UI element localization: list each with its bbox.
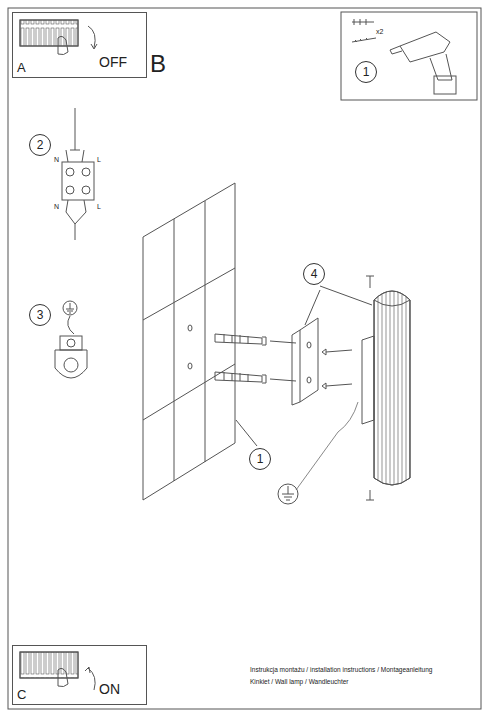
callout-number: 4 [303, 263, 325, 285]
page-frame [8, 8, 481, 709]
tools-panel [341, 12, 477, 100]
callout-number: 3 [29, 304, 51, 326]
wire-label: N [54, 203, 59, 210]
mounting-bracket [292, 318, 352, 405]
footer-note: Instrukcja montażu / installation instru… [250, 667, 432, 674]
leader-line [305, 286, 372, 325]
switch-state: ON [99, 682, 120, 696]
callout-number: 1 [249, 448, 271, 470]
callout-text: 4 [311, 268, 318, 280]
step-letter: B [150, 52, 166, 76]
callout-text: 1 [363, 66, 370, 78]
switch-state: OFF [99, 55, 127, 69]
terminal-block [62, 108, 94, 240]
ground-symbol [278, 484, 298, 504]
step-panel: C ON [12, 645, 147, 705]
footer-note: Kinkiet / Wall lamp / Wandleuchter [250, 679, 349, 686]
wire-label: N [54, 156, 59, 163]
step-letter: C [17, 688, 26, 701]
callout-text: 1 [257, 453, 264, 465]
callout-text: 2 [37, 139, 44, 151]
wire-label: L [97, 203, 101, 210]
wall-lamp [296, 276, 410, 500]
step-letter: A [17, 61, 26, 74]
wire-label: L [97, 156, 101, 163]
step-panel: A OFF [12, 12, 147, 78]
breaker-icon [20, 652, 95, 690]
callout-text: 3 [37, 309, 44, 321]
drill-icon [390, 32, 456, 94]
wall-plug [215, 334, 296, 383]
dowels-icon [352, 19, 376, 42]
ground-terminal [55, 301, 87, 378]
callout-number: 1 [355, 61, 377, 83]
tiled-wall [143, 183, 235, 500]
quantity: x2 [376, 28, 383, 35]
breaker-icon [20, 20, 97, 55]
leader-line [236, 420, 257, 446]
callout-number: 2 [29, 134, 51, 156]
